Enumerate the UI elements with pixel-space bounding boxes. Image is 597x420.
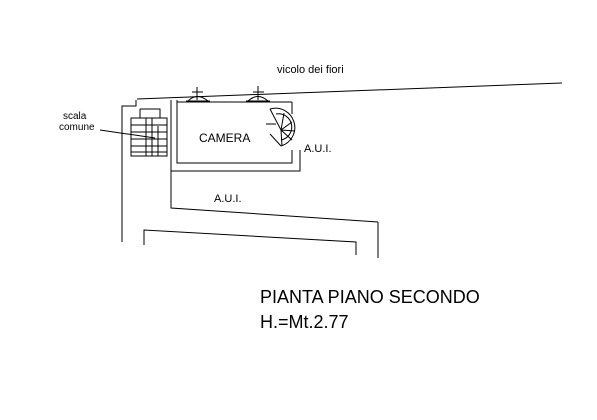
stair-top-landing bbox=[140, 108, 161, 118]
street-label: vicolo dei fiori bbox=[277, 64, 344, 76]
spiral-stair bbox=[266, 107, 296, 147]
room-camera-wall-inner bbox=[176, 100, 293, 164]
street-fixture-right bbox=[246, 86, 270, 102]
ceiling-height: H.=Mt.2.77 bbox=[260, 312, 349, 332]
stair-label-leader bbox=[99, 129, 156, 139]
street-fixture-left bbox=[186, 87, 210, 102]
lower-room-outline bbox=[143, 229, 357, 255]
stair-label-line2: comune bbox=[59, 122, 95, 133]
stair-treads bbox=[131, 118, 167, 156]
aui-center-label: A.U.I. bbox=[214, 193, 242, 205]
plan-title: PIANTA PIANO SECONDO bbox=[260, 287, 480, 307]
stair-label-line1: scala bbox=[63, 111, 87, 122]
aui-lower-boundary bbox=[170, 171, 379, 223]
room-camera-wall-outer bbox=[170, 100, 301, 172]
building-outer-wall-left bbox=[121, 100, 137, 242]
room-label-camera: CAMERA bbox=[199, 131, 250, 145]
street-edge-line bbox=[136, 82, 563, 100]
aui-right-label: A.U.I. bbox=[304, 143, 332, 155]
